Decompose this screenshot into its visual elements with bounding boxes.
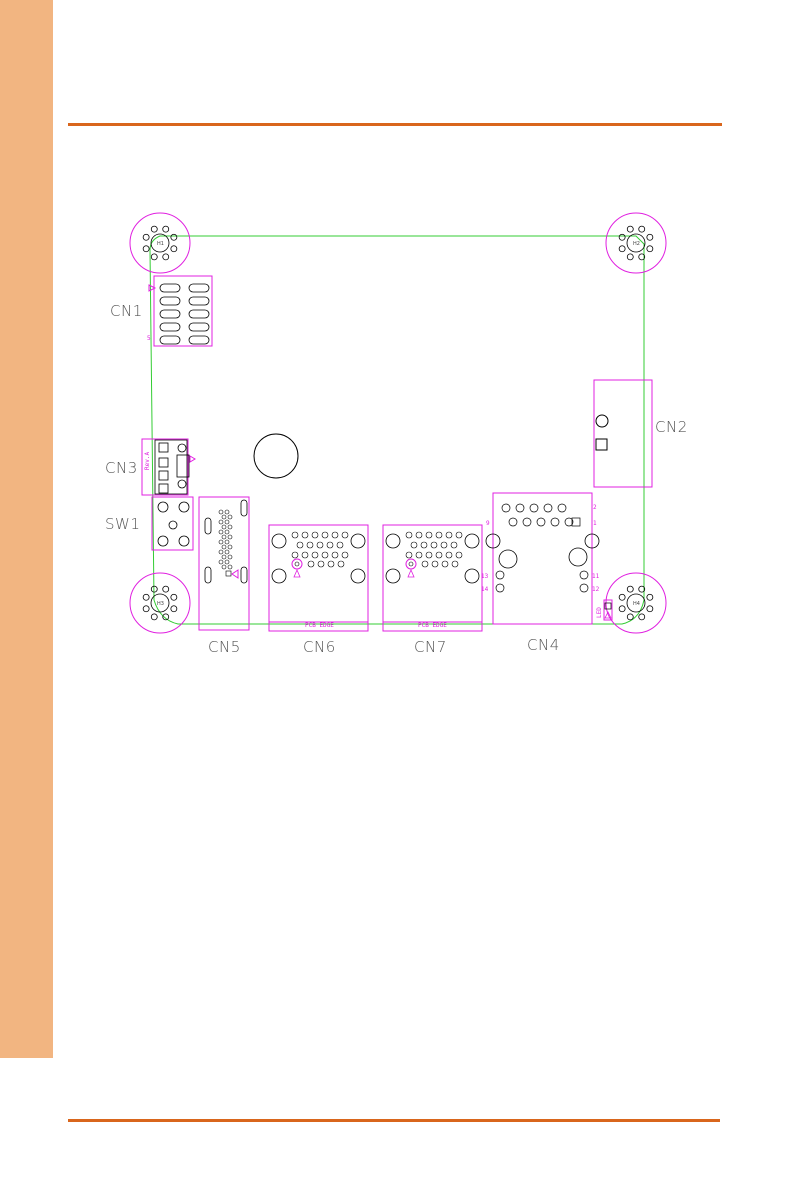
cn3-side-label: Rev.A [144,452,151,470]
cn3-label: CN3 [105,459,138,477]
hole-h3-label: H3 [157,601,164,607]
cn1-label: CN1 [110,302,143,320]
cn3-connector: Rev.A [142,439,195,495]
sw1-label: SW1 [105,515,140,533]
cn4-connector: 2 9 1 13 14 11 12 [481,493,600,624]
cn7-pcb-edge-label: PCB EDGE [418,622,447,629]
led-label: LED [596,607,603,618]
hole-h4: H4 [606,573,666,633]
cn6-label: CN6 [303,638,336,656]
cn4-pin1-label: 1 [593,520,597,527]
cn4-pin13-label: 13 [481,573,489,580]
cn4-label: CN4 [527,636,560,654]
cn4-pin12-label: 12 [592,586,600,593]
hole-h2: H2 [606,213,666,273]
hole-h1: H1 [130,213,190,273]
board-outline [150,236,644,624]
cn2-connector [594,380,652,487]
cn1-pin5-label: 5 [147,335,151,342]
hole-h2-label: H2 [633,241,640,247]
cn4-pin14-label: 14 [481,586,489,593]
cn6-pcb-edge-label: PCB EDGE [305,622,334,629]
cn6-connector: PCB EDGE [269,525,368,631]
hole-h4-label: H4 [633,601,640,607]
cn7-label: CN7 [414,638,447,656]
hole-h1-label: H1 [157,241,164,247]
sw1-switch [152,497,193,550]
cn5-connector [199,497,249,630]
cn4-pin11-label: 11 [592,573,600,580]
hole-h3: H3 [130,573,190,633]
cn7-connector: PCB EDGE [383,525,482,631]
cn1-connector: 5 [147,276,212,346]
cn4-pin2-label: 2 [593,504,597,511]
cn5-label: CN5 [208,638,241,656]
cn2-label: CN2 [655,418,688,436]
cn4-pin9-label: 9 [486,520,490,527]
board-component-circle [254,434,298,478]
